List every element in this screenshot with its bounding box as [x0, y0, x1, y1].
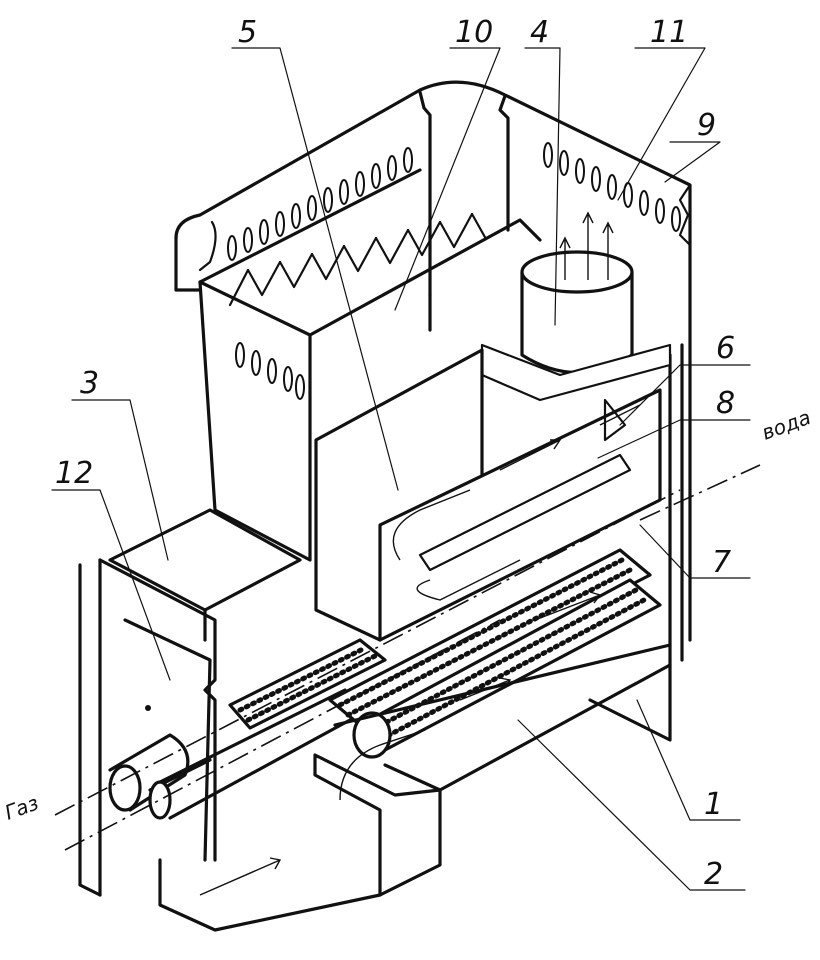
flue-pipe — [480, 211, 672, 402]
callout-3: 3 — [80, 366, 99, 401]
callout-4: 4 — [530, 15, 549, 50]
callout-2: 2 — [704, 857, 723, 892]
callout-12: 12 — [55, 456, 93, 491]
gas-inlet-pipe — [108, 688, 352, 820]
callout-8: 8 — [716, 386, 735, 421]
inner-chamber — [198, 168, 684, 662]
heat-exchanger-fins — [228, 212, 488, 307]
gas-label: Газ — [2, 791, 42, 825]
water-label: вода — [759, 405, 814, 445]
axis-lines — [54, 464, 761, 851]
outer-casing — [174, 80, 692, 642]
callout-10: 10 — [455, 15, 493, 50]
exchanger-housing — [314, 348, 662, 642]
vent-slots — [227, 142, 681, 400]
callout-1: 1 — [704, 787, 723, 822]
leader-lines — [51, 47, 751, 891]
burner-tubes — [228, 548, 662, 759]
side-plate — [78, 558, 217, 897]
callout-7: 7 — [712, 545, 731, 580]
callout-11: 11 — [650, 15, 688, 50]
callout-9: 9 — [697, 108, 716, 143]
callout-6: 6 — [716, 331, 735, 366]
bottom-tray — [158, 591, 672, 932]
callout-5: 5 — [238, 15, 257, 50]
